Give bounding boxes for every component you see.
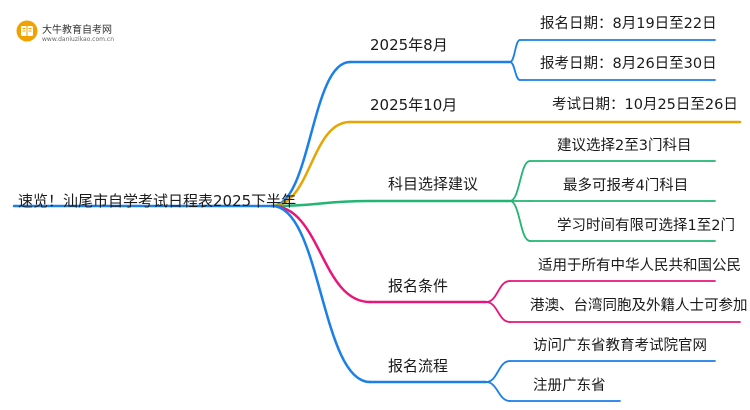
branch-to-leaf-connector: [509, 39, 521, 63]
branch-to-leaf-connector: [509, 200, 531, 242]
branch-to-leaf-connector: [509, 61, 521, 81]
root-to-branch-connector: [270, 120, 352, 208]
leaf-aug-application-date: 报考日期：8月26日至30日: [540, 56, 717, 72]
branch-to-leaf-connector: [485, 381, 511, 402]
leaf-process-website: 访问广东省教育考试院官网: [533, 338, 707, 354]
leaf-conditions-citizens: 适用于所有中华人民共和国公民: [538, 258, 741, 274]
branch-to-leaf-connector: [485, 280, 511, 303]
branch-to-leaf-connector: [485, 301, 511, 323]
root-to-branch-connector: [270, 204, 372, 384]
root-to-branch-connector: [270, 204, 372, 304]
logo-domain: www.daniuzikao.com.cn: [42, 36, 114, 43]
book-icon: [16, 20, 38, 42]
root-to-branch-connector: [270, 60, 352, 208]
leaf-subjects-suggest: 建议选择2至3门科目: [557, 138, 692, 154]
branch-to-leaf-connector: [509, 160, 531, 202]
logo-name: 大牛教育自考网: [42, 25, 112, 36]
mindmap-root: 速览！汕尾市自学考试日程表2025下半年: [18, 192, 297, 210]
branch-label-oct: 2025年10月: [370, 96, 458, 114]
branch-label-conditions: 报名条件: [388, 277, 449, 295]
branch-label-aug: 2025年8月: [370, 36, 448, 54]
leaf-subjects-max: 最多可报考4门科目: [563, 178, 689, 194]
site-logo: 大牛教育自考网 www.daniuzikao.com.cn: [16, 16, 136, 50]
leaf-conditions-foreigners: 港澳、台湾同胞及外籍人士可参加: [530, 298, 748, 314]
leaf-oct-exam-date: 考试日期：10月25日至26日: [552, 97, 738, 113]
leaf-process-register: 注册广东省: [533, 378, 606, 394]
branch-to-leaf-connector: [485, 360, 511, 383]
leaf-aug-registration-date: 报名日期：8月19日至22日: [540, 16, 717, 32]
branch-label-subjects: 科目选择建议: [388, 175, 479, 193]
branch-label-process: 报名流程: [388, 357, 449, 375]
leaf-subjects-limited: 学习时间有限可选择1至2门: [557, 218, 735, 234]
root-to-branch-connector: [270, 199, 372, 208]
